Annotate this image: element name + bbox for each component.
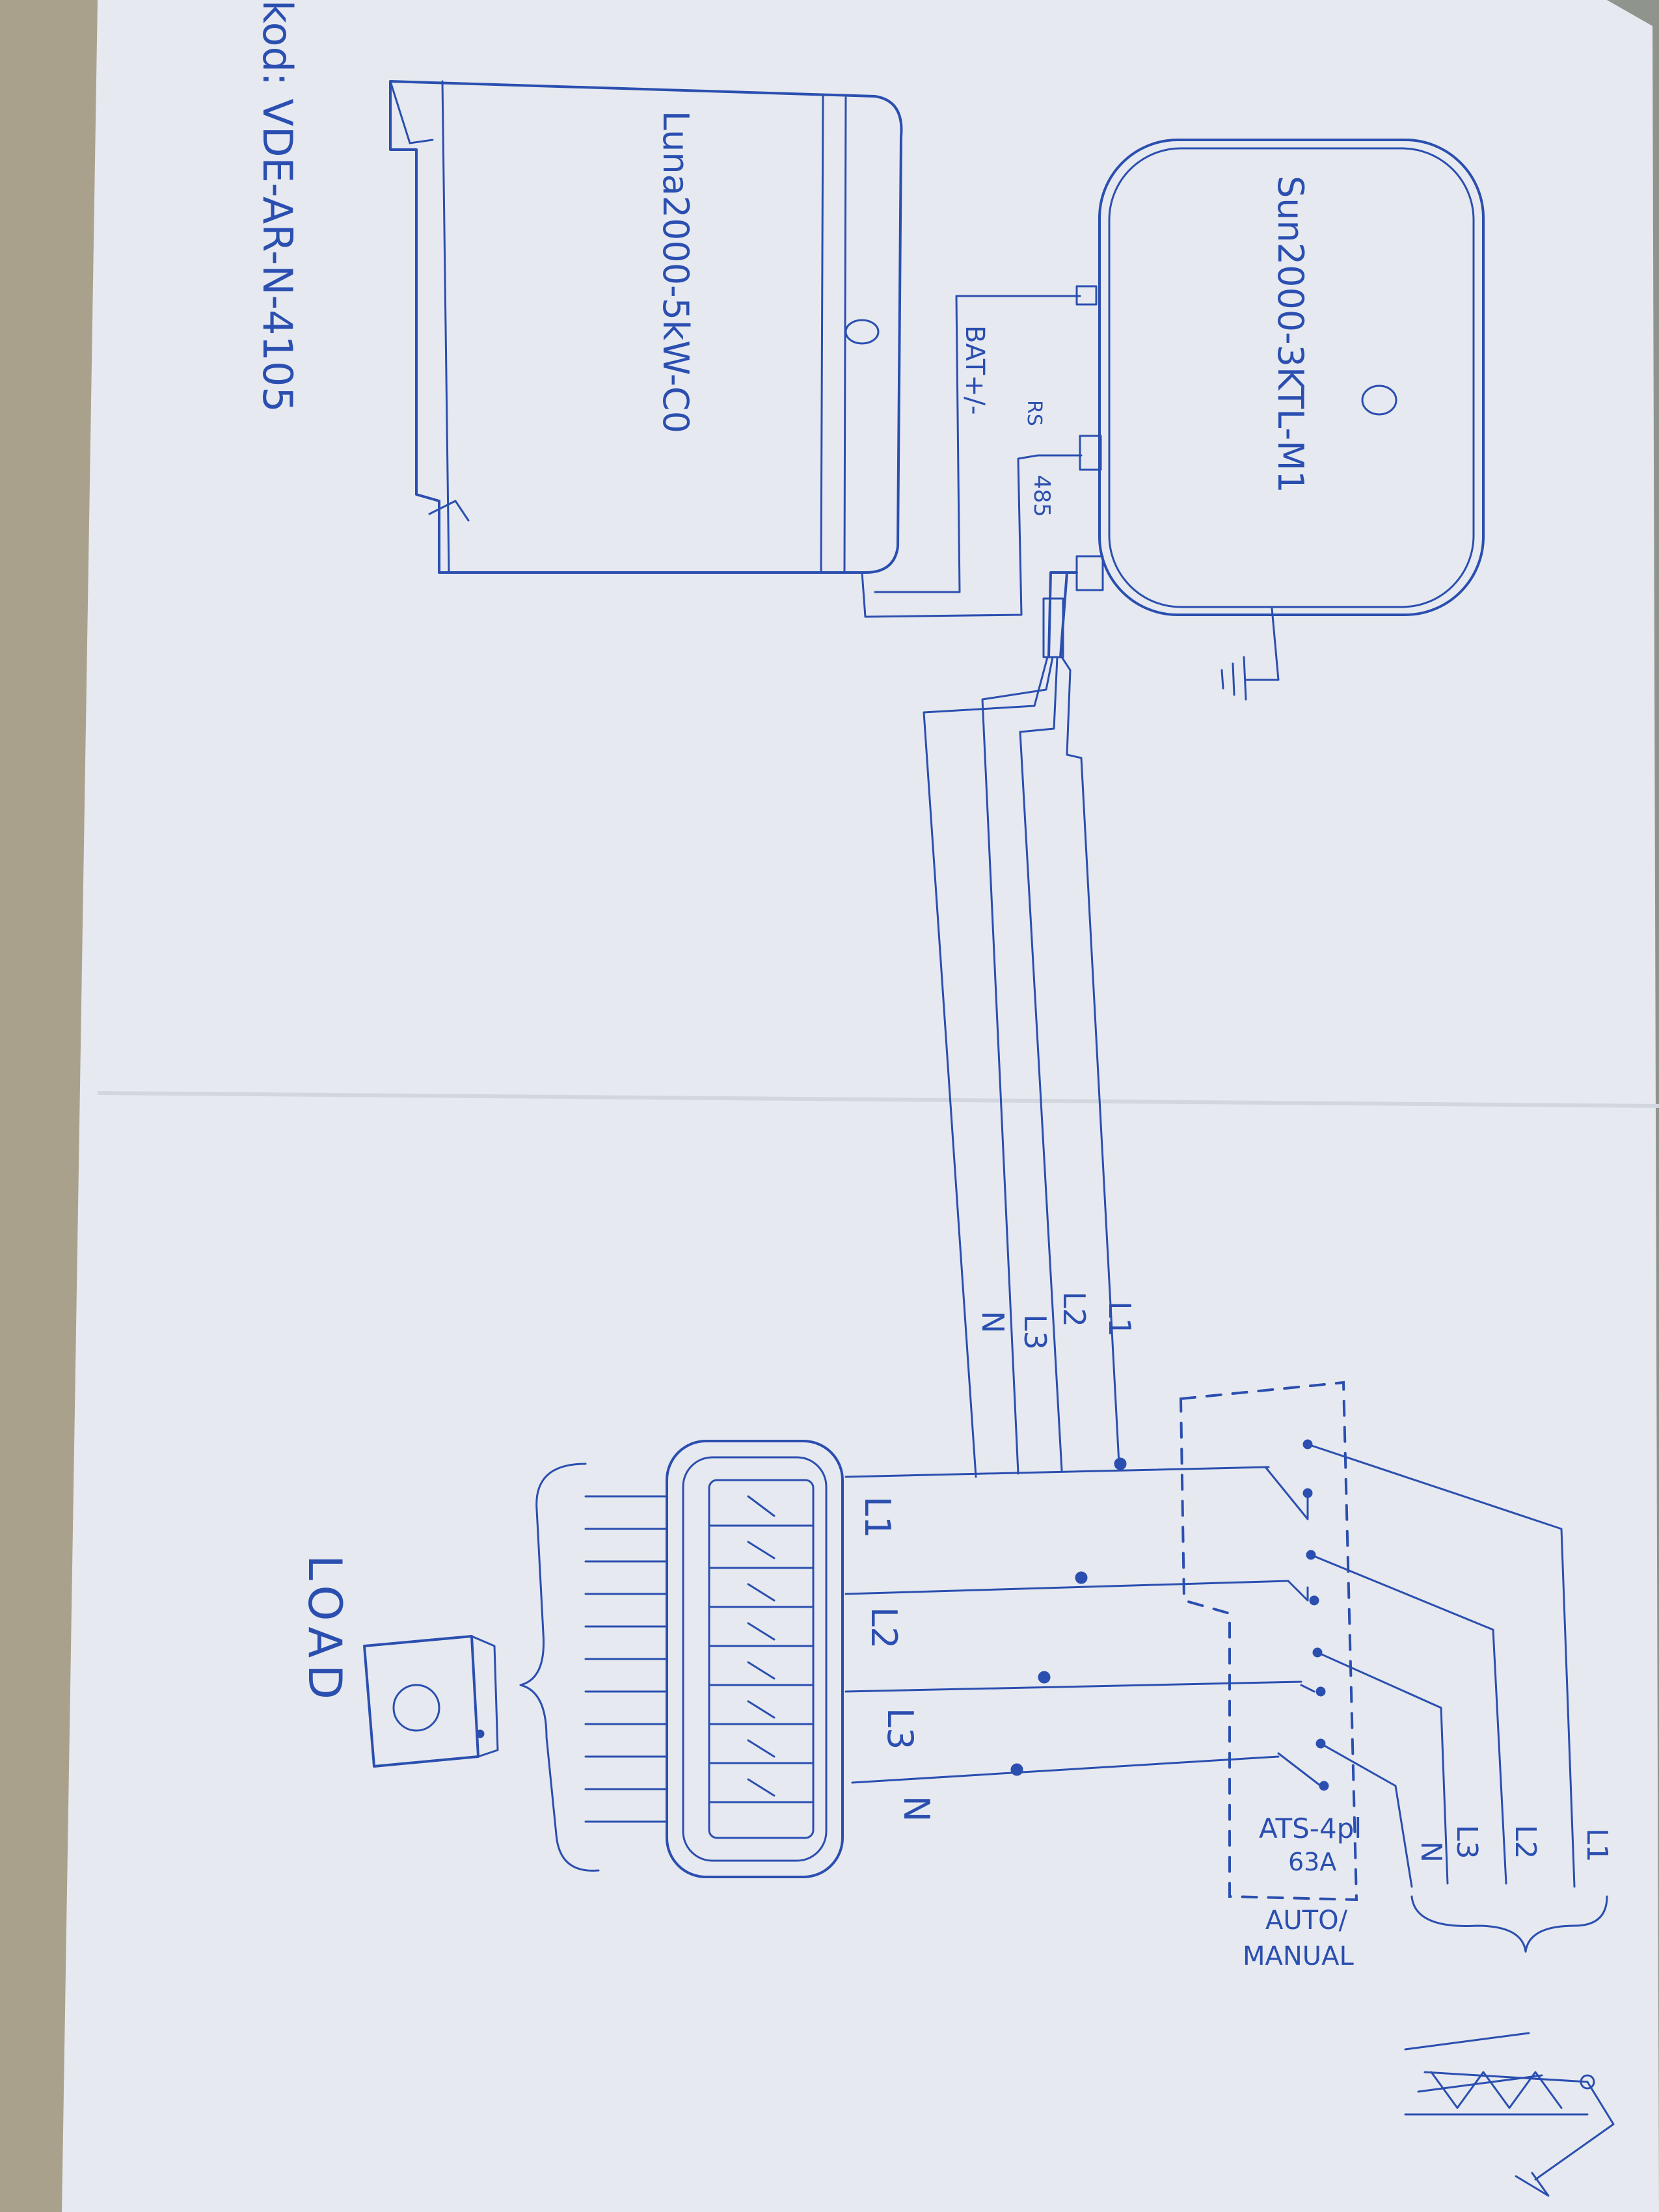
busbar-n: [851, 1755, 1280, 1784]
inverter-logo-icon: [1361, 384, 1397, 416]
busbar-label-n: N: [896, 1796, 937, 1822]
busbar-label-l1: L1: [857, 1496, 898, 1538]
busbar-l3: [844, 1680, 1302, 1693]
cable-label-n: N: [975, 1311, 1010, 1333]
grid-brace: [1410, 1895, 1608, 1953]
cable-label-l3: L3: [1018, 1314, 1053, 1350]
battery-label: Luna2000-5kW-C0: [655, 111, 696, 433]
battery-logo-icon: [844, 319, 880, 345]
distribution-panel: [584, 1440, 844, 1878]
grid-label-l2: L2: [1509, 1825, 1542, 1859]
cable-l3: [981, 656, 1054, 1475]
ats-mode-line2: MANUAL: [1243, 1941, 1354, 1971]
grid-label-l1: L1: [1580, 1828, 1613, 1863]
paper-sheet: [62, 0, 1659, 2212]
cable-label-l1: L1: [1102, 1301, 1137, 1337]
cable-n: [923, 656, 1049, 1478]
rs485-prefix-label: RS: [1023, 400, 1045, 426]
ats-mode-line1: AUTO/: [1265, 1906, 1348, 1936]
busbar-label-l2: L2: [863, 1607, 904, 1649]
socket-icon: [363, 1635, 499, 1768]
load-brace: [519, 1463, 600, 1872]
battery-unit: [389, 80, 903, 574]
busbar-l2: [844, 1580, 1289, 1595]
grid-line-l3: [1316, 1651, 1449, 1885]
ats-switch-contacts: [1264, 1466, 1322, 1787]
grid-label-l3: L3: [1450, 1825, 1483, 1859]
grid-line-l2: [1310, 1554, 1507, 1885]
busbar-label-l3: L3: [880, 1708, 921, 1749]
inverter-label: Sun2000-3KTL-M1: [1270, 176, 1311, 493]
cable-label-l2: L2: [1057, 1291, 1092, 1327]
load-label: LOAD: [298, 1555, 351, 1706]
busbar-l1: [844, 1466, 1270, 1478]
cable-l2: [1019, 656, 1063, 1472]
paper-fold: [97, 1091, 1659, 1108]
inverter-rs485-port: [1079, 435, 1102, 471]
rs485-cable: [861, 454, 1083, 618]
cable-l1: [1060, 656, 1120, 1465]
standard-code-label: kod: VDE-AR-N-4105: [254, 0, 301, 412]
rs485-number-label: 485: [1029, 475, 1055, 517]
ats-label-line2: 63A: [1288, 1848, 1336, 1876]
ground-icon: [1221, 607, 1280, 701]
bat-cable: [874, 295, 1081, 593]
bat-connection-label: BAT+/-: [960, 325, 990, 415]
grid-line-n: [1319, 1742, 1413, 1888]
grid-label-n: N: [1414, 1841, 1448, 1863]
power-pylon-icon: [1404, 2032, 1615, 2197]
grid-line-l1: [1306, 1443, 1576, 1888]
ats-label-line1: ATS-4pl: [1259, 1813, 1362, 1844]
ats-enclosure: [1179, 1381, 1358, 1902]
